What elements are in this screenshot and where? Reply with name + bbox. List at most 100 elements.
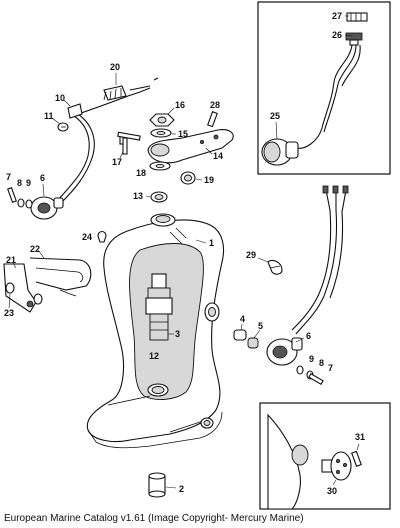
callout-2: 2: [179, 484, 184, 494]
part-11-screw[interactable]: [57, 122, 69, 132]
leader-1: [195, 239, 207, 244]
part-19-bushing[interactable]: [180, 171, 196, 185]
part-27-connector[interactable]: [346, 12, 368, 22]
callout-24: 24: [82, 232, 92, 242]
part-23-nut[interactable]: [5, 282, 43, 305]
part-16-nut[interactable]: [149, 113, 175, 127]
part-13-ring[interactable]: [150, 191, 168, 203]
leader-30: [332, 479, 337, 486]
callout-7b: 7: [328, 363, 333, 373]
part-2-bushing[interactable]: [148, 472, 166, 498]
part-29-clip[interactable]: [267, 259, 283, 275]
part-8-washer-upper[interactable]: [17, 198, 25, 208]
upper-harness-1: [57, 115, 90, 201]
callout-19: 19: [204, 175, 214, 185]
leader-4: [240, 323, 243, 331]
callout-1: 1: [209, 238, 214, 248]
part-30-adapter-plate[interactable]: [321, 451, 352, 481]
callout-8b: 8: [319, 358, 324, 368]
callout-5: 5: [258, 321, 263, 331]
part-18-washer[interactable]: [149, 161, 171, 171]
lower-wire-3: [329, 189, 347, 299]
leader-31: [356, 443, 360, 451]
part-10-wire-bracket[interactable]: [67, 103, 83, 119]
u-bolt-threads: [59, 289, 77, 297]
leader-13: [145, 195, 151, 198]
leader-6b: [295, 337, 305, 343]
leader-6a: [42, 183, 45, 197]
leader-19: [195, 178, 203, 181]
part-21-clamp-plate[interactable]: [3, 263, 37, 313]
leader-25: [275, 121, 278, 140]
callout-27: 27: [332, 11, 342, 21]
part-24-clip[interactable]: [97, 230, 107, 243]
part-14-steering-arm[interactable]: [147, 129, 234, 164]
callout-28: 28: [210, 100, 220, 110]
callout-14: 14: [213, 151, 223, 161]
leader-22: [37, 249, 45, 259]
callout-30: 30: [327, 486, 337, 496]
part-3-bushing[interactable]: [145, 273, 173, 341]
leader-11: [51, 117, 61, 125]
part-26-connector[interactable]: [345, 32, 363, 46]
upper-harness-3: [77, 95, 129, 115]
part-28-screw[interactable]: [207, 111, 218, 128]
part-20-clip[interactable]: [103, 85, 127, 101]
part-7-screw-lower[interactable]: [308, 373, 324, 385]
leader-14: [205, 147, 213, 155]
callout-13: 13: [133, 191, 143, 201]
callout-26: 26: [332, 30, 342, 40]
callout-12: 12: [149, 351, 159, 361]
part-6-trim-sender-upper[interactable]: [30, 196, 64, 220]
leader-29: [257, 257, 269, 263]
leader-21: [12, 262, 17, 269]
callout-11: 11: [44, 111, 54, 121]
inset-adapter-detail: 30 31: [259, 402, 391, 510]
part-31-screw[interactable]: [351, 450, 362, 467]
callout-20: 20: [110, 62, 120, 72]
part-6-trim-sender-lower[interactable]: [266, 337, 303, 366]
callout-6a: 6: [40, 173, 45, 183]
part-22-u-bolt[interactable]: [29, 257, 92, 291]
callout-9a: 9: [26, 178, 31, 188]
callout-9b: 9: [309, 354, 314, 364]
lower-wire-2: [295, 190, 338, 335]
callout-4: 4: [240, 314, 245, 324]
callout-3: 3: [175, 329, 180, 339]
leader-5: [253, 329, 261, 339]
inset-trim-sender-detail: 25 26 27: [257, 1, 391, 175]
part-4-bushing[interactable]: [233, 329, 247, 341]
part-5-bushing[interactable]: [247, 337, 259, 349]
leader-23: [8, 293, 11, 309]
callout-7a: 7: [6, 172, 11, 182]
callout-22: 22: [30, 244, 40, 254]
part-7-screw-upper[interactable]: [7, 187, 17, 203]
callout-25: 25: [270, 111, 280, 121]
wire-terminal-2: [332, 185, 339, 194]
part-15-washer[interactable]: [150, 128, 172, 138]
callout-29: 29: [246, 250, 256, 260]
leader-2: [165, 486, 177, 489]
upper-wire-stubs: [127, 77, 159, 97]
part-9-washer-upper[interactable]: [25, 199, 33, 209]
inset-bracket-fragment: [267, 413, 301, 510]
part-17-bolt[interactable]: [117, 131, 141, 155]
callout-18: 18: [136, 168, 146, 178]
inset-wire-1: [297, 44, 353, 149]
callout-21: 21: [6, 255, 16, 265]
leader-17: [119, 151, 124, 159]
leader-10: [63, 99, 71, 107]
part-9-washer-lower[interactable]: [296, 365, 304, 375]
callout-23: 23: [4, 308, 14, 318]
callout-17: 17: [112, 157, 122, 167]
inset-wire-2: [323, 44, 357, 133]
callout-6b: 6: [306, 331, 311, 341]
leader-16: [167, 107, 175, 115]
part-25-trim-sender[interactable]: [261, 138, 299, 166]
image-caption: European Marine Catalog v1.61 (Image Cop…: [4, 513, 304, 524]
callout-10: 10: [55, 93, 65, 103]
upper-harness-2: [61, 113, 95, 203]
callout-31: 31: [355, 432, 365, 442]
callout-16: 16: [175, 100, 185, 110]
